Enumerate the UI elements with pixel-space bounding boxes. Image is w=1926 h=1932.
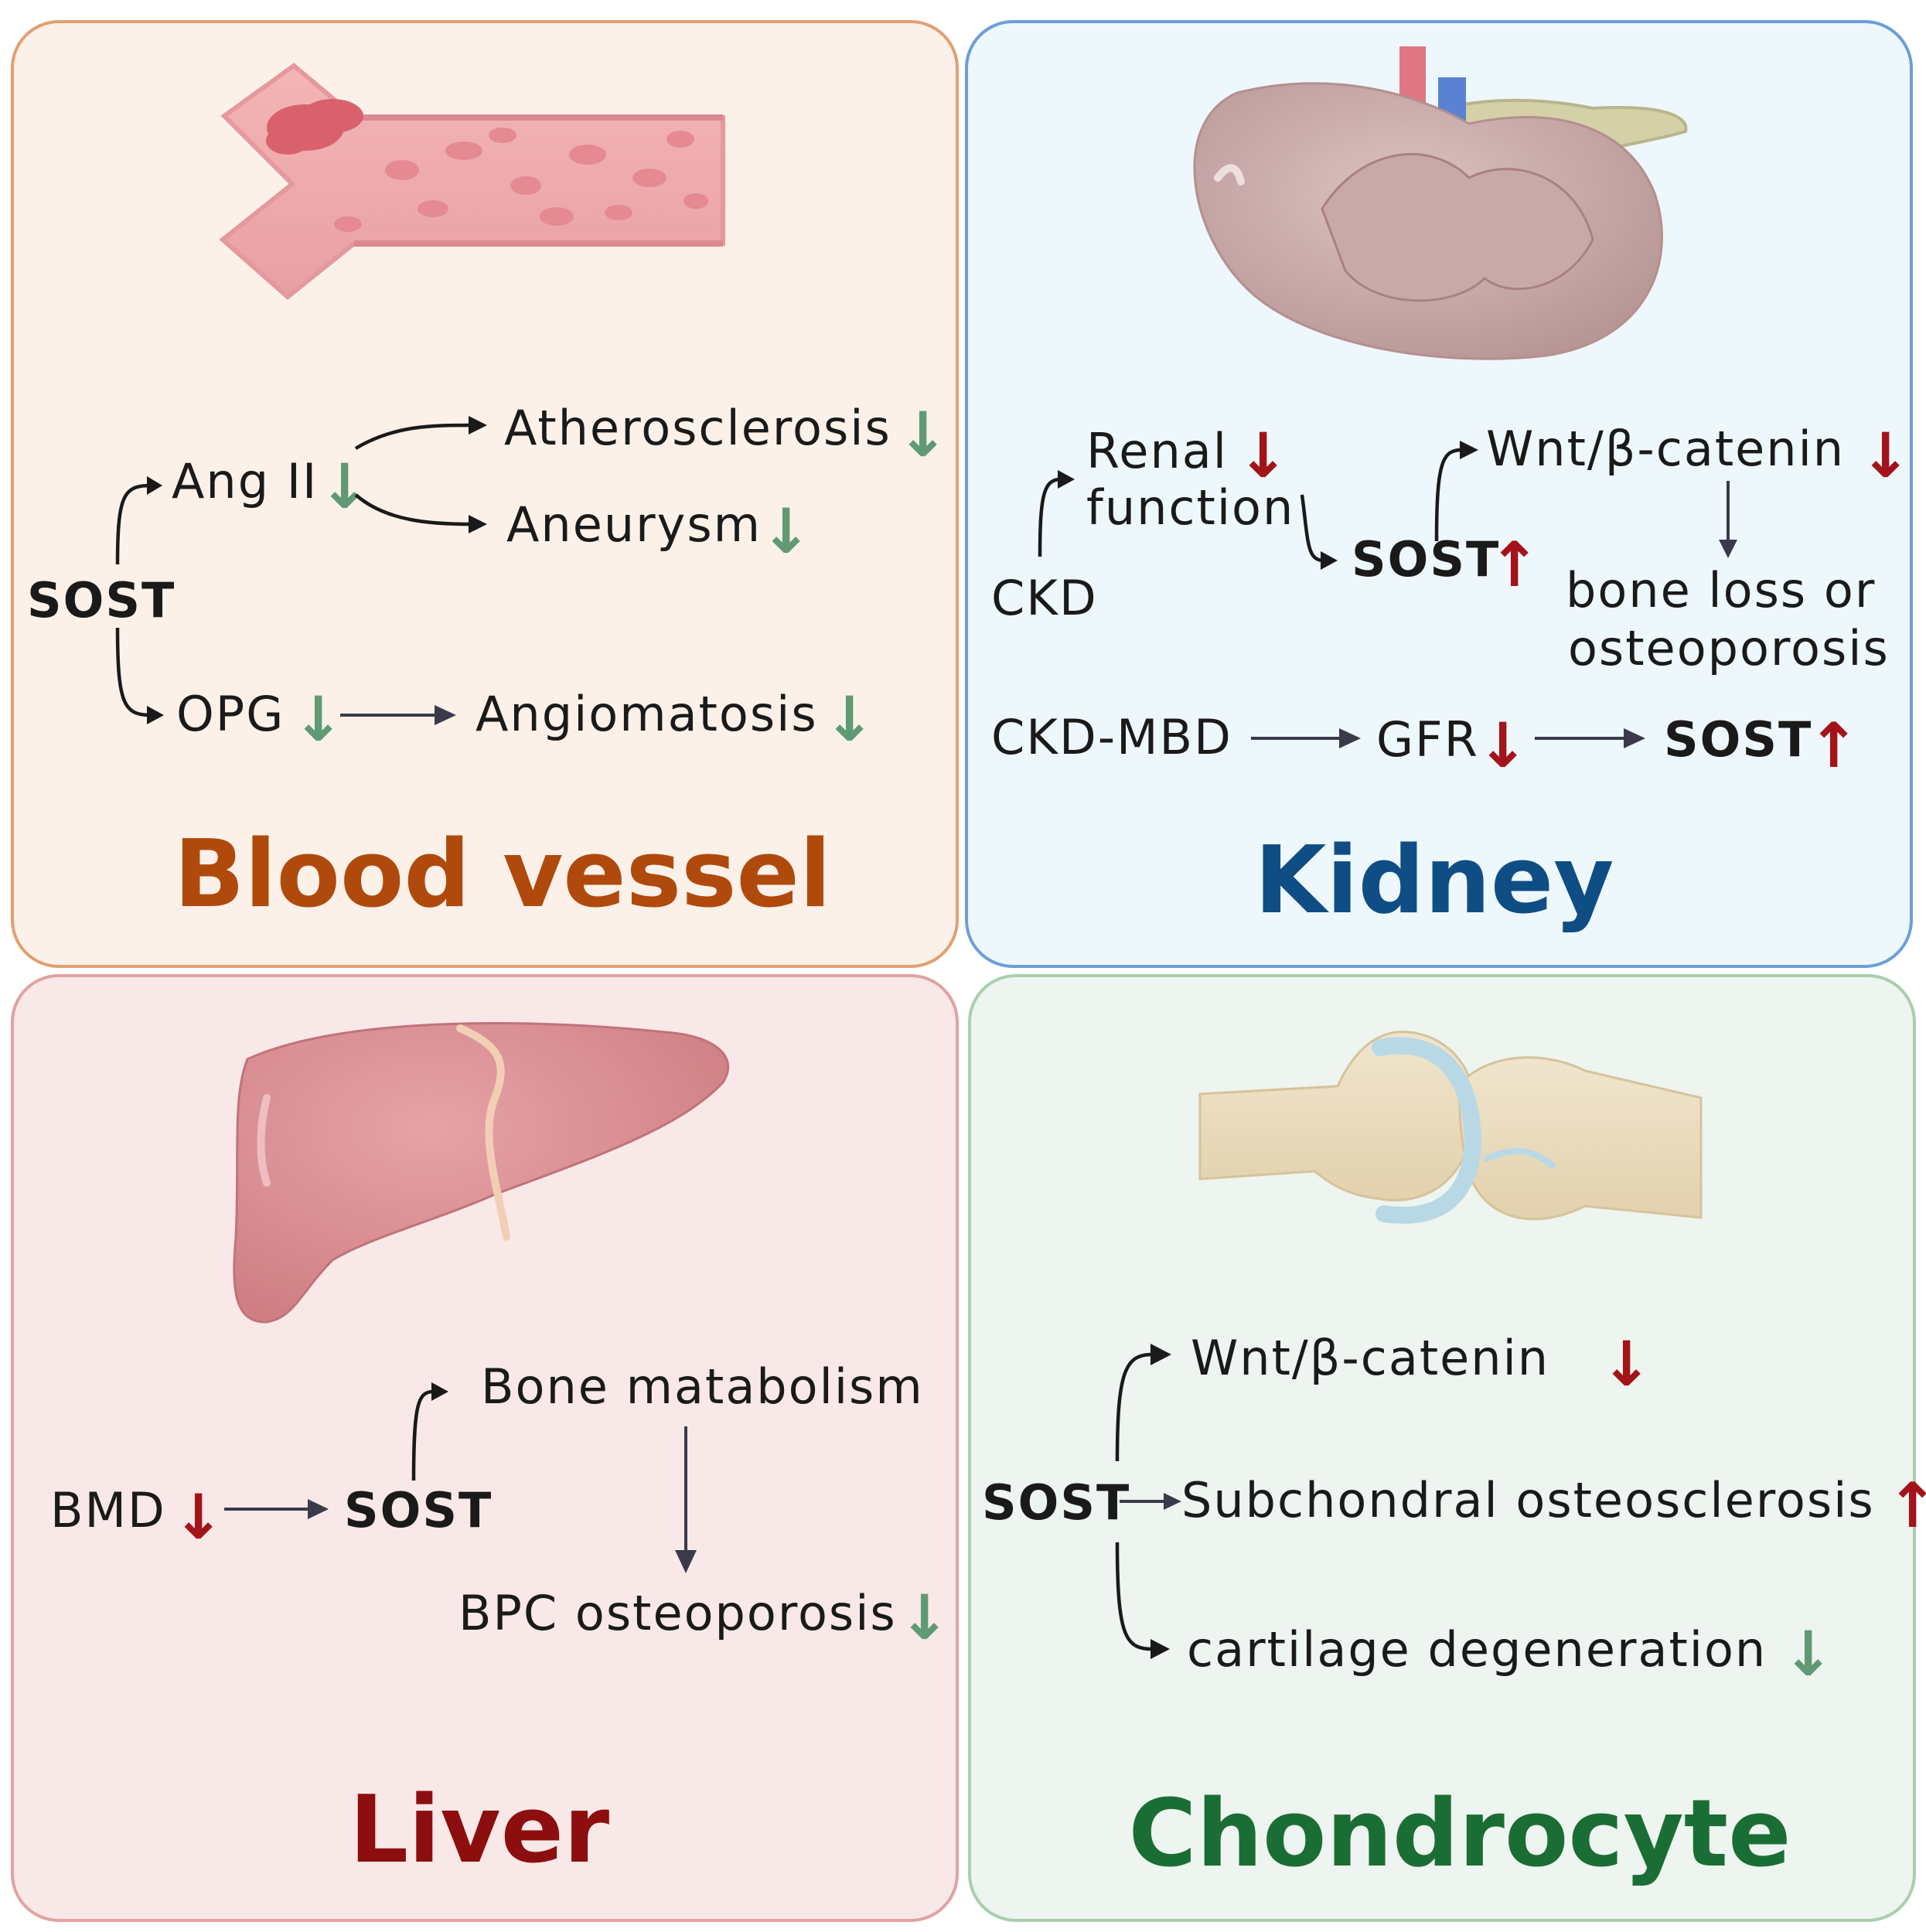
blood-vessel-title: Blood vessel (174, 821, 831, 929)
bv-angiomatosis: Angiomatosis (476, 686, 818, 742)
kidney-pathway: Renal ↓ function CKD SOST ↑ Wnt/β-cateni… (991, 420, 1911, 782)
bv-ang-down: ↓ (319, 451, 370, 523)
ch-subchondral: Subchondral osteosclerosis (1181, 1472, 1875, 1528)
kd-renal-down: ↓ (1237, 420, 1289, 492)
ch-wnt-down: ↓ (1600, 1328, 1652, 1400)
liver-pathway: Bone matabolism BMD ↓ SOST BPC osteoporo… (50, 1358, 950, 1654)
bv-opg: OPG (176, 686, 285, 742)
ch-wnt: Wnt/β-catenin (1191, 1330, 1549, 1386)
blood-vessel-illustration (219, 63, 725, 300)
lv-sost: SOST (344, 1482, 493, 1538)
lv-bone-metab: Bone matabolism (481, 1358, 924, 1415)
knee-joint-illustration (1198, 1031, 1703, 1224)
chondrocyte-pathway: Wnt/β-catenin ↓ SOST Subchondral osteosc… (982, 1328, 1926, 1690)
bv-aneurysm: Aneurysm (506, 496, 762, 553)
lv-bmd: BMD (50, 1482, 166, 1538)
bv-opg-down: ↓ (292, 683, 344, 755)
bv-ang-ii: Ang II (172, 453, 318, 509)
lv-bpc-down: ↓ (898, 1582, 950, 1654)
liver-title: Liver (349, 1777, 609, 1884)
kd-wnt: Wnt/β-catenin (1486, 421, 1845, 477)
kidney-illustration (1193, 46, 1688, 360)
kd-sost-1: SOST (1352, 531, 1500, 588)
ch-subchondral-up: ↑ (1887, 1470, 1926, 1542)
kidney-title: Kidney (1254, 827, 1614, 935)
kd-gfr: GFR (1376, 711, 1479, 768)
ch-sost: SOST (982, 1474, 1130, 1531)
bv-angiomatosis-down: ↓ (823, 683, 875, 755)
kd-gfr-down: ↓ (1477, 710, 1529, 782)
bv-atherosclerosis: Atherosclerosis (504, 400, 891, 456)
liver-illustration (233, 1022, 730, 1324)
kd-function-2: function (1086, 479, 1294, 536)
kd-ckd: CKD (991, 570, 1098, 626)
kd-osteoporosis: osteoporosis (1568, 620, 1890, 676)
lv-bpc: BPC osteoporosis (458, 1585, 897, 1641)
ch-cartilage-down: ↓ (1782, 1618, 1834, 1690)
kd-ckd-mbd: CKD-MBD (991, 709, 1232, 765)
ch-cartilage: cartilage degeneration (1187, 1621, 1767, 1678)
bv-aneurysm-down: ↓ (760, 496, 812, 567)
kd-sost1-up: ↑ (1488, 529, 1540, 601)
blood-vessel-pathway: SOST Ang II ↓ Atherosclerosis ↓ Aneurysm… (27, 399, 949, 755)
kd-renal: Renal (1086, 423, 1228, 479)
kd-sost-2: SOST (1664, 711, 1812, 768)
chondrocyte-title: Chondrocyte (1129, 1780, 1791, 1888)
bv-athero-down: ↓ (897, 399, 949, 471)
lv-bmd-down: ↓ (172, 1481, 224, 1553)
kd-bone-loss: bone loss or (1566, 562, 1876, 618)
bv-sost: SOST (27, 572, 176, 629)
kd-wnt-down: ↓ (1860, 420, 1911, 492)
kd-sost2-up: ↑ (1808, 710, 1860, 782)
